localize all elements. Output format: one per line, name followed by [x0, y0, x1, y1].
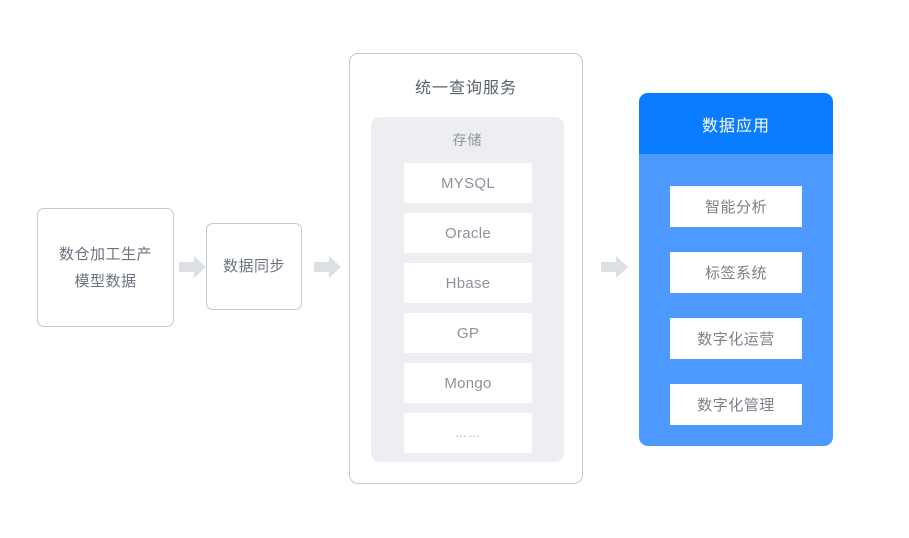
- storage-item[interactable]: Hbase: [404, 263, 532, 303]
- data-application-title: 数据应用: [701, 117, 770, 135]
- storage-item[interactable]: GP: [404, 313, 532, 353]
- arrow-right-icon: [179, 255, 207, 279]
- data-sync-box[interactable]: 数据同步: [206, 223, 302, 310]
- storage-panel: 存储 MYSQL Oracle Hbase GP Mongo ……: [371, 117, 564, 462]
- storage-panel-title: 存储: [452, 132, 483, 148]
- data-sync-label: 数据同步: [222, 258, 285, 275]
- data-application-item[interactable]: 数字化运营: [670, 318, 802, 359]
- data-application-item[interactable]: 标签系统: [670, 252, 802, 293]
- storage-item[interactable]: Oracle: [404, 213, 532, 253]
- source-data-box[interactable]: 数仓加工生产 模型数据: [37, 208, 174, 327]
- unified-query-service-card[interactable]: 统一查询服务 存储 MYSQL Oracle Hbase GP Mongo ……: [349, 53, 583, 484]
- data-application-item[interactable]: 数字化管理: [670, 384, 802, 425]
- arrow-right-icon: [314, 255, 342, 279]
- storage-item[interactable]: Mongo: [404, 363, 532, 403]
- data-application-item[interactable]: 智能分析: [670, 186, 802, 227]
- unified-query-service-title: 统一查询服务: [414, 80, 517, 97]
- data-application-panel[interactable]: 数据应用 智能分析 标签系统 数字化运营 数字化管理: [639, 93, 833, 446]
- arrow-right-icon: [601, 255, 629, 279]
- storage-item[interactable]: MYSQL: [404, 163, 532, 203]
- storage-item-list: MYSQL Oracle Hbase GP Mongo ……: [404, 163, 532, 463]
- source-data-label: 数仓加工生产 模型数据: [58, 245, 152, 290]
- storage-item-more[interactable]: ……: [404, 413, 532, 453]
- data-application-item-list: 智能分析 标签系统 数字化运营 数字化管理: [670, 186, 802, 446]
- data-application-header: 数据应用: [639, 93, 833, 154]
